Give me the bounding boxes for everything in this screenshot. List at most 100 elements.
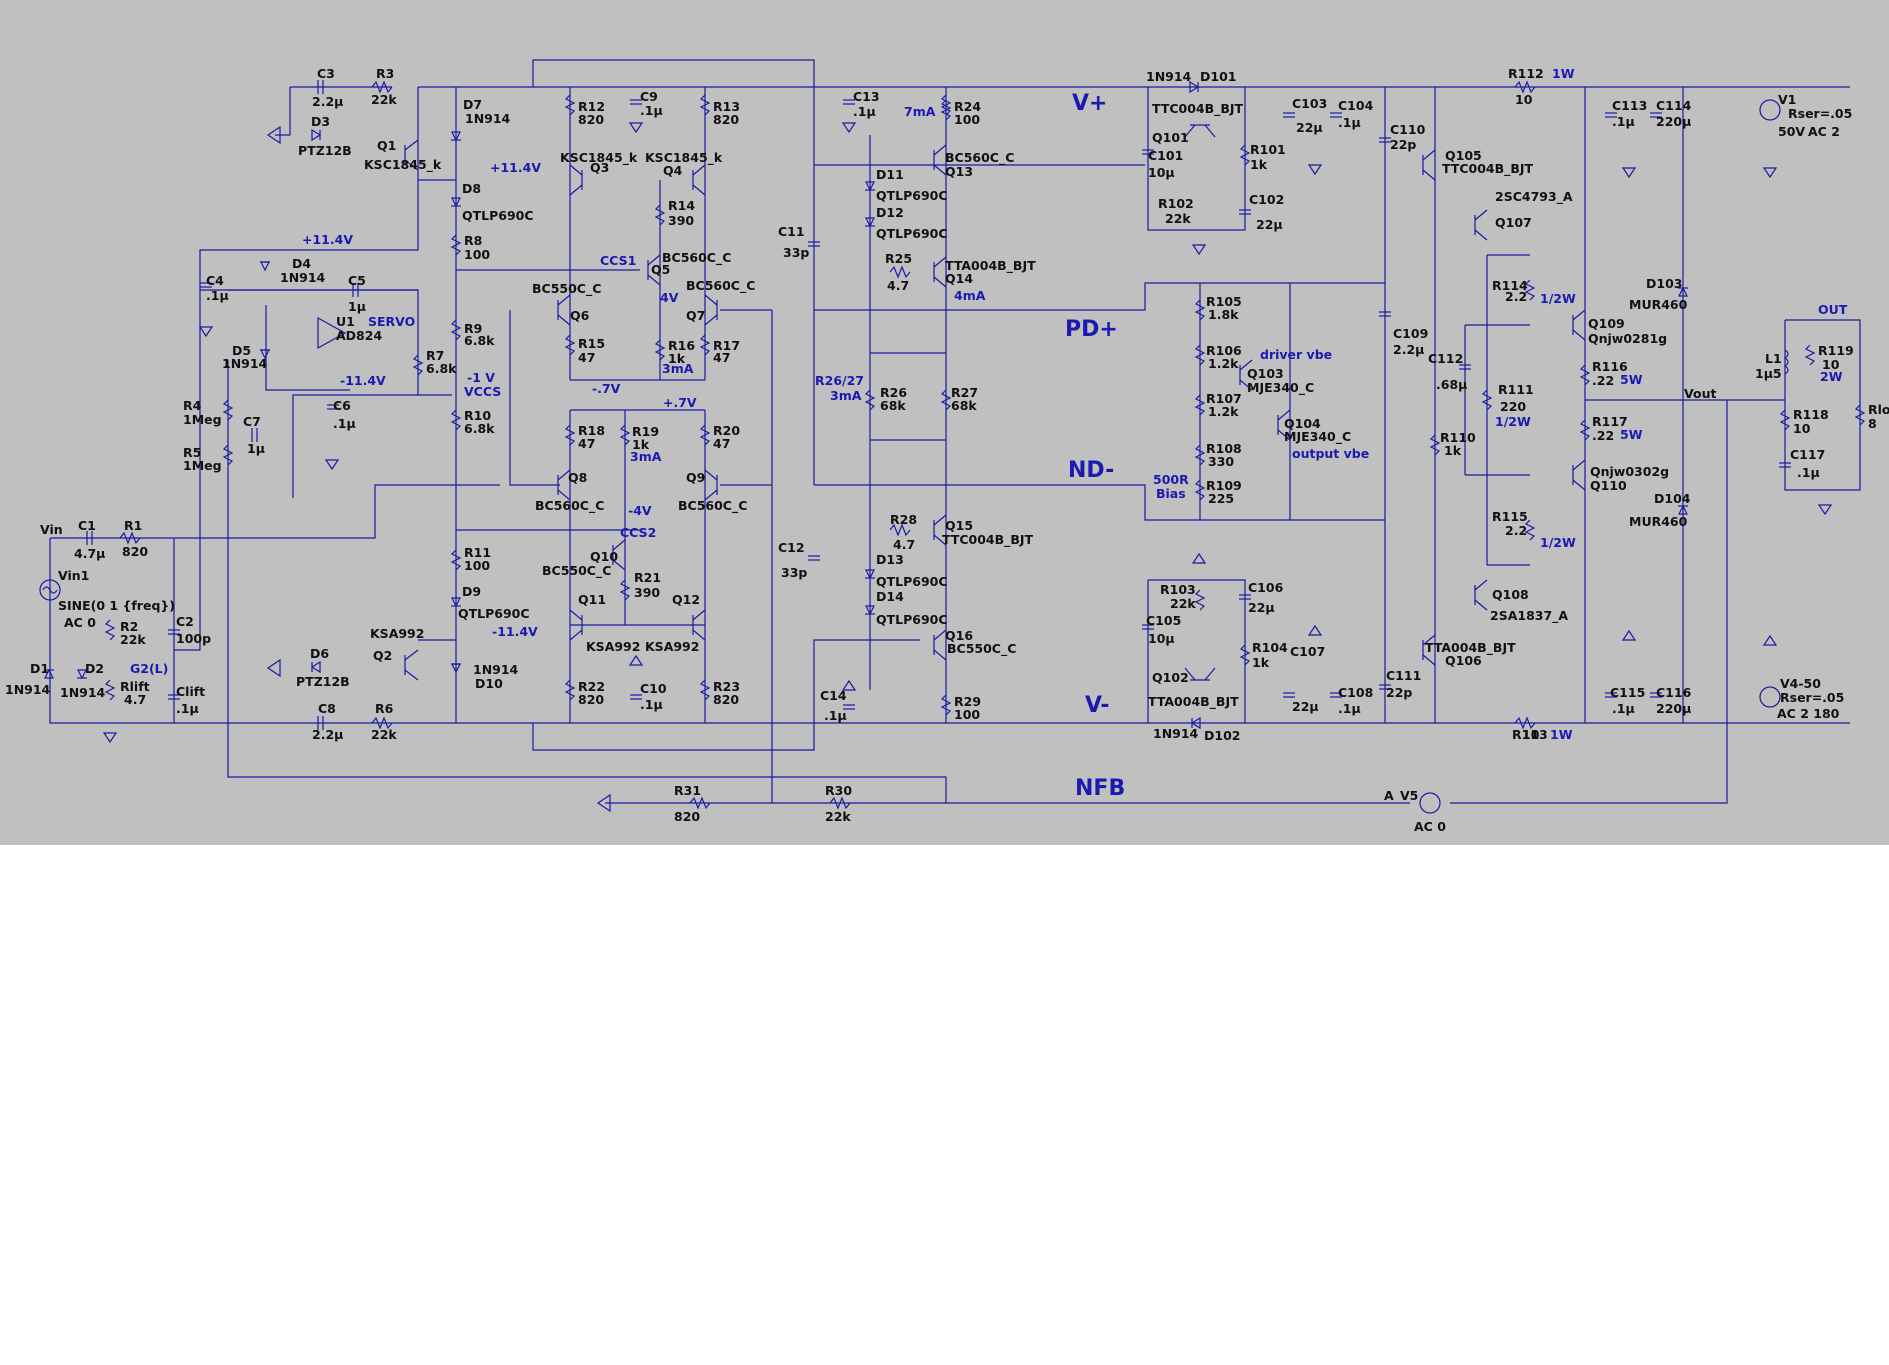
component-label-r11: R11 <box>464 545 491 560</box>
component-label-c108v: .1µ <box>1338 701 1361 716</box>
component-label-r11v: 100 <box>464 558 490 573</box>
component-label-r111v: 220 <box>1500 399 1526 414</box>
component-label-r104: R104 <box>1252 640 1288 655</box>
component-label-q6v: BC550C_C <box>532 281 601 297</box>
component-label-r28: R28 <box>890 512 917 527</box>
component-label-r105v: 1.8k <box>1208 307 1239 322</box>
annotation-a-11m4-a: -11.4V <box>340 373 386 388</box>
ground-symbols <box>102 122 1833 813</box>
component-label-r17v: 47 <box>713 350 730 365</box>
annotation-a-7vn: -.7V <box>592 381 621 396</box>
component-label-r103: R103 <box>1160 582 1196 597</box>
component-label-r19v: 1k <box>632 437 650 452</box>
component-label-v5: V5 <box>1400 788 1418 803</box>
component-label-d12: D12 <box>876 205 904 220</box>
component-label-q107v: 2SC4793_A <box>1495 189 1573 205</box>
annotation-a-outvbe: output vbe <box>1292 446 1369 461</box>
annotation-a-11p4-b: +11.4V <box>302 232 353 247</box>
component-label-r106: R106 <box>1206 343 1242 358</box>
component-label-r118v: 10 <box>1793 421 1811 436</box>
component-label-d1: D1 <box>30 661 49 676</box>
component-label-c13: C13 <box>853 89 880 104</box>
component-label-d9v: QTLP690C <box>458 606 530 621</box>
component-label-d103: D103 <box>1646 276 1682 291</box>
component-label-r28v: 4.7 <box>893 537 915 552</box>
component-label-c9: C9 <box>640 89 658 104</box>
component-label-v1: V1 <box>1778 92 1796 107</box>
component-label-r14v: 390 <box>668 213 694 228</box>
component-label-d13v: QTLP690C <box>876 574 948 589</box>
component-label-c114: C114 <box>1656 98 1692 113</box>
component-label-r112: R112 <box>1508 66 1544 81</box>
component-label-r16: R16 <box>668 338 695 353</box>
component-label-r108v: 330 <box>1208 454 1234 469</box>
component-label-d2v: 1N914 <box>60 685 106 700</box>
component-label-c2: C2 <box>176 614 194 629</box>
component-label-r109: R109 <box>1206 478 1242 493</box>
component-label-c9v: .1µ <box>640 103 663 118</box>
component-label-d7v: 1N914 <box>465 111 511 126</box>
annotation-a-500r: 500R <box>1153 472 1189 487</box>
component-label-d10: 1N914 <box>473 662 519 677</box>
component-label-r113: R113 <box>1512 727 1548 742</box>
component-label-v1r: Rser=.05 <box>1788 106 1852 121</box>
component-label-c4: C4 <box>206 273 224 288</box>
component-label-q109v: Qnjw0281g <box>1588 331 1667 346</box>
component-label-q5v: BC560C_C <box>662 250 731 266</box>
component-label-r21v: 390 <box>634 585 660 600</box>
component-label-q13: Q13 <box>945 164 973 179</box>
annotation-a-1w-b: 1W <box>1550 727 1573 742</box>
component-label-c11v: 33p <box>783 245 809 260</box>
component-label-v1ac: AC 2 <box>1808 124 1840 139</box>
component-label-c109v: 2.2µ <box>1393 342 1424 357</box>
component-label-c117v: .1µ <box>1797 465 1820 480</box>
component-label-c6: C6 <box>333 398 351 413</box>
annotation-a-4ma: 4mA <box>954 288 986 303</box>
component-label-q11v: KSA992 <box>586 639 640 654</box>
component-label-d1v: 1N914 <box>5 682 51 697</box>
annotation-a-5w-b: 5W <box>1620 427 1643 442</box>
component-label-r2: R2 <box>120 619 138 634</box>
component-label-c3: C3 <box>317 66 335 81</box>
annotation-a-half-b: 1/2W <box>1495 414 1531 429</box>
component-label-d11v: QTLP690C <box>876 188 948 203</box>
component-label-q7v: BC560C_C <box>686 278 755 294</box>
component-label-q16v: BC550C_C <box>947 641 1016 657</box>
component-label-r101v: 1k <box>1250 157 1268 172</box>
component-label-c3v: 2.2µ <box>312 94 343 109</box>
component-label-q102v: TTA004B_BJT <box>1148 694 1239 710</box>
component-label-r117: R117 <box>1592 414 1628 429</box>
component-label-r25v: 4.7 <box>887 278 909 293</box>
schematic-background <box>0 0 1889 845</box>
component-label-c12v: 33p <box>781 565 807 580</box>
annotation-a-4vn: -4V <box>628 503 652 518</box>
component-label-c107: C107 <box>1290 644 1325 659</box>
component-label-c7v: 1µ <box>247 441 265 456</box>
component-label-r31v: 820 <box>674 809 700 824</box>
component-label-r113v: 10 <box>1522 727 1540 742</box>
transistors <box>404 124 1586 681</box>
component-label-r102: R102 <box>1158 196 1194 211</box>
sources <box>39 99 1781 814</box>
component-label-r2v: 22k <box>120 632 146 647</box>
component-label-c104v: .1µ <box>1338 115 1361 130</box>
component-label-q104v: MJE340_C <box>1284 429 1351 445</box>
annotation-a-g2l: G2(L) <box>130 661 168 676</box>
component-label-r15: R15 <box>578 336 605 351</box>
component-label-r30: R30 <box>825 783 852 798</box>
annotation-a-3ma-a: 3mA <box>662 361 694 376</box>
component-label-q4: Q4 <box>663 163 683 178</box>
component-label-q2: Q2 <box>373 648 392 663</box>
component-label-r18v: 47 <box>578 436 595 451</box>
component-label-q14v: TTA004B_BJT <box>945 258 1036 274</box>
component-label-c101: C101 <box>1148 148 1183 163</box>
component-label-c10: C10 <box>640 681 667 696</box>
component-label-u1v: AD824 <box>336 328 382 343</box>
component-label-c105: C105 <box>1146 613 1181 628</box>
annotation-a-half-a: 1/2W <box>1540 291 1576 306</box>
component-label-q6: Q6 <box>570 308 590 323</box>
component-label-r26: R26 <box>880 385 907 400</box>
component-label-d104: D104 <box>1654 491 1691 506</box>
net-label-n-ndminus: ND- <box>1068 458 1114 483</box>
